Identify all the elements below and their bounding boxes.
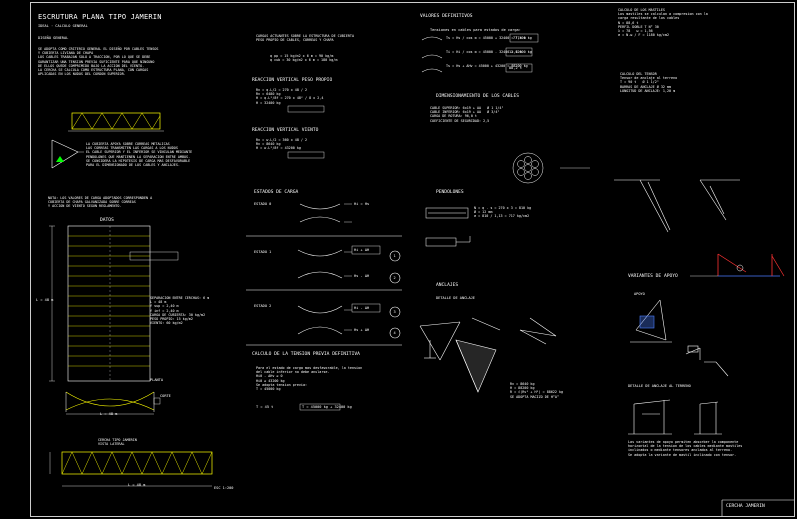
estado-equation: Hs - ΔH (354, 274, 370, 278)
anclajes-drawing (419, 317, 557, 393)
valor-box-text: 12,6 t (509, 50, 522, 54)
title-block-text: CERCHA JAMERIN (726, 504, 765, 509)
datos-title: DATOS (100, 218, 114, 223)
marker-number: 3 (393, 309, 396, 314)
planta-label: PLANTA (150, 378, 163, 382)
cable-cross-section (512, 152, 544, 184)
valor-box-text: 88,2 t (509, 66, 522, 70)
estado-equation: Hs + ΔH (354, 328, 370, 332)
state-arrows (344, 203, 352, 331)
plan-grid (49, 225, 179, 382)
estado-equation: Hi = Hs (354, 202, 370, 206)
marker-number: 1 (393, 253, 396, 258)
apoyo-label: APOYO (634, 292, 645, 296)
state-box (351, 245, 381, 255)
pendolones-title: PENDOLONES (436, 190, 464, 195)
state-box (351, 303, 381, 313)
estado-equation: Hi + ΔH (354, 248, 370, 252)
estado-label: ESTADO 1 (254, 250, 272, 254)
col2-header-notes: CARGAS ACTUANTES SOBRE LA ESTRUCTURA DE … (256, 34, 354, 43)
cross-section (65, 391, 161, 415)
notes-low-block: NOTA: LOS VALORES DE CARGA ADOPTADOS COR… (48, 196, 153, 209)
estado-label: ESTADO 2 (254, 304, 272, 308)
elevation-truss (49, 451, 213, 487)
scale-label: ESC 1:200 (214, 486, 234, 490)
dim-bottom-label: L = 48 m (100, 412, 118, 416)
anclajes-title: ANCLAJES (436, 283, 459, 288)
sheet-border (30, 2, 795, 517)
calc-result: T = 45 t (256, 405, 274, 409)
load-state-curves (297, 203, 343, 335)
dim-length-label: L = 48 m (36, 298, 54, 302)
top-truss-drawing (68, 112, 164, 132)
col4-bottom-lines: Las variantes de apoyo permiten absorber… (628, 440, 743, 457)
anclajes-sub: DETALLE DE ANCLAJE (436, 296, 475, 300)
support-detail (51, 139, 84, 169)
formula-box (287, 151, 325, 159)
reaccion-pp-title: REACCION VERTICAL PESO PROPIO (252, 78, 333, 83)
marker-number: 4 (393, 330, 396, 335)
estado-equation: Hi - ΔH (354, 306, 370, 310)
variantes-title: VARIANTES DE APOYO (628, 274, 678, 279)
formula-box (299, 403, 341, 411)
col4-frame-sketches (628, 399, 722, 435)
formula-box (287, 105, 325, 113)
valores-curves (421, 36, 443, 73)
detalle-label: DETALLE DE ANCLAJE AL TERRENO (628, 384, 691, 388)
sheet-main-title: ESCRUTURA PLANA TIPO JAMERIN (38, 13, 162, 21)
notes-mid-block: LA CUBIERTA APOYA SOBRE CORREAS METALICA… (86, 142, 193, 168)
valores-lines: Ts = Hs / cos α = 45000 + 32400 = 77400 … (446, 36, 532, 69)
section-label: DISEÑO GENERAL (38, 36, 69, 40)
reaccion-viento-title: REACCION VERTICAL VIENTO (252, 128, 319, 133)
calc-title: CALCULO DE LA TENSION PREVIA DEFINITIVA (252, 352, 360, 357)
marker-circles (389, 250, 401, 339)
notes-top-block: SE ADOPTA COMO CRITERIO GENERAL EL DISEÑ… (38, 47, 159, 77)
marker-number: 2 (393, 275, 396, 280)
calc-lines: Para el estado de carga mas desfavorable… (256, 366, 363, 392)
dim-cables-title: DIMENSIONAMIENTO DE LOS CABLES (436, 94, 519, 99)
valores-boxes-frames (505, 33, 539, 73)
valores-sub: Tensiones en cables para estados de carg… (430, 28, 521, 32)
corte-label: CORTE (160, 394, 171, 398)
calc-result: T = 45000 kg + 32400 kg (302, 405, 352, 409)
apoyo-mast-detail (630, 299, 729, 377)
estados-title: ESTADOS DE CARGA (254, 190, 299, 195)
sheet-subtitle: IDEAL · CALCULO GENERAL (38, 24, 88, 28)
dim-cables-lines: CABLE SUPERIOR: 6x19 + AA Ø 1 1/4"CABLE … (430, 106, 504, 123)
col4-tension-graphs (614, 179, 740, 233)
estado-label: ESTADO 0 (254, 202, 272, 206)
elevation-dim: L = 48 m (128, 483, 146, 487)
pendolones-detail (425, 207, 471, 247)
valor-box-text: 77,4 t (513, 36, 526, 40)
valores-title: VALORES DEFINITIVOS (420, 14, 473, 19)
col4-red-diagram (690, 253, 785, 277)
